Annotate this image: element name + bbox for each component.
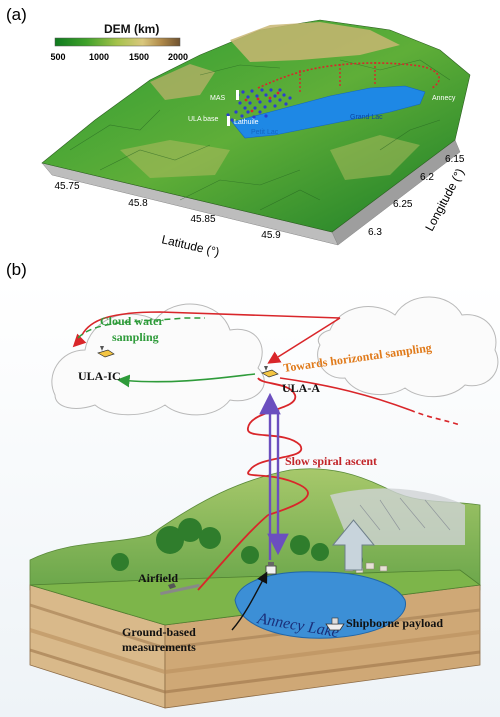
panel-b: (b) [0, 260, 500, 717]
dem-tick-500: 500 [50, 52, 65, 62]
cloud-right [317, 296, 499, 398]
ula-base-marker [227, 116, 230, 126]
shipborne-label: Shipborne payload [346, 616, 443, 630]
lon-tick-6-3: 6.3 [368, 227, 382, 238]
ula-ic-plane-icon [97, 346, 115, 358]
ula-ic-label: ULA-IC [78, 369, 121, 383]
updraft-arrow [331, 519, 376, 571]
trees [111, 518, 363, 571]
label-grand-lac: Grand Lac [350, 114, 383, 121]
ridge-south [120, 140, 230, 178]
label-annecy: Annecy [432, 95, 456, 102]
dem-tick-2000: 2000 [168, 52, 188, 62]
lon-tick-6-25: 6.25 [393, 199, 413, 210]
label-petit-lac: Petit Lac [251, 129, 279, 136]
ridge-east [330, 135, 420, 180]
dem-tick-1500: 1500 [129, 52, 149, 62]
cloud-route-green-dashed [77, 317, 205, 339]
cloud-water-line1: Cloud water [100, 314, 164, 328]
dem-tick-1000: 1000 [89, 52, 109, 62]
annecy-lake [234, 571, 407, 639]
label-ula-base: ULA base [188, 116, 218, 123]
panel-b-label: (b) [6, 260, 27, 279]
horizontal-sampling-path [279, 377, 411, 411]
airfield [160, 583, 200, 596]
lon-tick-6-2: 6.2 [420, 172, 434, 183]
takeoff-path [197, 514, 269, 591]
lat-tick-45-9: 45.9 [261, 230, 281, 241]
mas-marker [236, 90, 239, 100]
spiral-ascent-path [247, 377, 309, 516]
lat-axis-label: Latitude (°) [160, 232, 220, 259]
dem-3d-block: MAS ULA base Lathuile Petit Lac Grand La… [41, 19, 471, 246]
rock-cliff [330, 488, 465, 545]
dem-colorbar-bar [54, 37, 181, 47]
dem-title: DEM (km) [104, 22, 159, 36]
ground-pointer-arrow [231, 571, 268, 631]
dem-colorbar: DEM (km) 500 1000 1500 2000 [50, 22, 188, 62]
lat-tick-45-75: 45.75 [54, 181, 79, 192]
rock-hatching [359, 497, 451, 531]
ridge-north [230, 22, 400, 62]
ula-a-label: ULA-A [282, 381, 320, 395]
ula-a-plane-icon [261, 366, 279, 378]
ula-horizontal-track [257, 62, 440, 89]
ula-flight-points-red [244, 91, 280, 113]
airfield-label: Airfield [138, 571, 178, 585]
ship-icon [325, 617, 345, 631]
ground-label-line2: measurements [122, 640, 196, 654]
ridge-west [150, 64, 215, 100]
lon-tick-6-15: 6.15 [445, 154, 465, 165]
spiral-label: Slow spiral ascent [285, 454, 377, 468]
lake-annecy-map [231, 85, 426, 139]
label-lathuile: Lathuile [234, 119, 259, 126]
panel-a: (a) DEM (km) 500 1000 1500 2000 [6, 5, 471, 259]
lat-tick-45-85: 45.85 [190, 214, 215, 225]
horizontal-sampling-path-dashed [409, 409, 461, 426]
cloud-route-red [81, 311, 341, 336]
terrain-hatching [69, 59, 451, 211]
panel-a-label: (a) [6, 5, 27, 24]
label-mas: MAS [210, 95, 226, 102]
cloud-water-line2: sampling [112, 330, 159, 344]
ground-instrument [265, 562, 277, 575]
lat-tick-45-8: 45.8 [128, 198, 148, 209]
ground-label-line1: Ground-based [122, 625, 196, 639]
return-green-arrow [116, 373, 256, 388]
to-ula-a-arrow [267, 317, 341, 364]
